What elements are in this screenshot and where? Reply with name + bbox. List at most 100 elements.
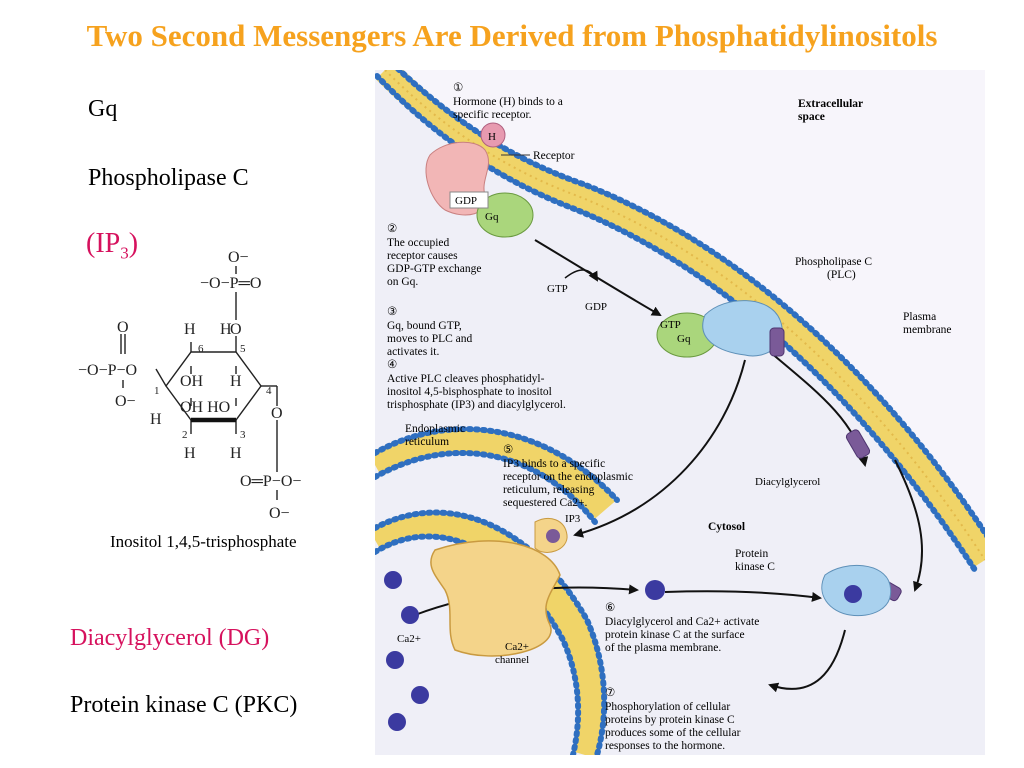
svg-text:(PLC): (PLC)	[827, 269, 856, 281]
h1: H	[150, 411, 162, 428]
svg-text:Phosphorylation of cellular: Phosphorylation of cellular	[605, 701, 730, 713]
ip3-label-subscript: 3	[120, 243, 129, 263]
gq-gdp-protein	[476, 192, 534, 238]
extracellular-label: Extracellular space	[798, 98, 863, 123]
pkc-bound-ca	[844, 585, 862, 603]
svg-text:GDP-GTP exchange: GDP-GTP exchange	[387, 263, 481, 275]
svg-text:receptor on the endoplasmic: receptor on the endoplasmic	[503, 471, 633, 483]
gq-gdp-gdp-label: GDP	[455, 195, 477, 207]
plc-label: Phospholipase C (PLC)	[795, 256, 872, 281]
step-2: ② The occupied receptor causes GDP-GTP e…	[387, 223, 481, 288]
top-linking-oxygen: O	[230, 321, 242, 338]
gq-activation-arrow	[534, 239, 662, 316]
n5: 5	[240, 343, 246, 355]
gtp-exchange-arrow	[564, 269, 599, 282]
h5-bottom: H	[230, 373, 242, 390]
ip3-arrow	[573, 359, 746, 538]
svg-text:Phospholipase C: Phospholipase C	[795, 256, 872, 268]
oh6: OH	[180, 373, 204, 390]
svg-text:proteins by protein kinase C: proteins by protein kinase C	[605, 714, 735, 726]
svg-text:space: space	[798, 111, 825, 123]
svg-text:protein kinase C at the surfac: protein kinase C at the surface	[605, 629, 745, 641]
n4: 4	[266, 385, 272, 397]
protein-kinase-c-label: Protein kinase C (PKC)	[70, 692, 298, 718]
svg-text:activates it.: activates it.	[387, 346, 439, 358]
step-5: ⑤ IP3 binds to a specific receptor on th…	[503, 444, 633, 509]
svg-text:sequestered Ca2+.: sequestered Ca2+.	[503, 497, 588, 509]
svg-text:inositol 4,5-bisphosphate to i: inositol 4,5-bisphosphate to inositol	[387, 386, 552, 398]
slide-title: Two Second Messengers Are Derived from P…	[86, 18, 938, 53]
svg-text:⑥: ⑥	[605, 602, 615, 614]
gdp-label: GDP	[585, 301, 607, 313]
ip3-label: (IP3)	[86, 228, 138, 264]
ca-ions	[384, 571, 665, 731]
er-membrane-upper	[375, 427, 615, 519]
n1: 1	[154, 385, 160, 397]
left-phosphate-row: −O−P−O	[78, 362, 137, 379]
step-4: ④ Active PLC cleaves phosphatidyl- inosi…	[387, 359, 566, 411]
svg-text:Protein: Protein	[735, 548, 768, 560]
bottom-o-minus: O−	[269, 505, 290, 522]
channel-label: Ca2+ channel	[495, 641, 529, 666]
ca-to-pkc-arrow	[664, 590, 822, 602]
extracellular-region	[403, 70, 985, 540]
h5-top: H	[220, 321, 232, 338]
left-o-bottom: O−	[115, 393, 136, 410]
ca-channel	[430, 540, 561, 657]
plasma-membrane-label: Plasma membrane	[903, 311, 952, 336]
svg-text:Plasma: Plasma	[903, 311, 936, 323]
svg-text:Endoplasmic: Endoplasmic	[405, 423, 465, 435]
ring-o4: O	[271, 405, 283, 422]
dag-arrow-2	[894, 459, 924, 592]
svg-text:specific receptor.: specific receptor.	[453, 109, 532, 121]
svg-text:receptor causes: receptor causes	[387, 250, 458, 262]
svg-text:Gq, bound GTP,: Gq, bound GTP,	[387, 320, 462, 332]
svg-text:moves to PLC and: moves to PLC and	[387, 333, 473, 345]
svg-text:⑤: ⑤	[503, 444, 513, 456]
svg-text:of the plasma membrane.: of the plasma membrane.	[605, 642, 721, 654]
gtp-label: GTP	[547, 283, 568, 295]
svg-text:③: ③	[387, 306, 397, 318]
svg-text:Hormone (H) binds to a: Hormone (H) binds to a	[453, 96, 563, 108]
ip3-label-close: )	[128, 228, 139, 259]
svg-text:reticulum: reticulum	[405, 436, 449, 448]
gq-gtp-g-label: Gq	[677, 333, 691, 345]
svg-text:④: ④	[387, 359, 397, 371]
ip3-molecule	[546, 529, 560, 543]
svg-text:⑦: ⑦	[605, 687, 615, 699]
phospholipase-c-label: Phospholipase C	[88, 165, 249, 191]
svg-text:produces some of the cellular: produces some of the cellular	[605, 727, 741, 739]
svg-text:Active PLC cleaves phosphatidy: Active PLC cleaves phosphatidyl-	[387, 373, 545, 385]
h6: H	[184, 321, 196, 338]
h2: H	[184, 445, 196, 462]
svg-text:trisphosphate (IP3) and diacyl: trisphosphate (IP3) and diacylglycerol.	[387, 399, 566, 411]
pkc-diagram-label: Protein kinase C	[735, 548, 775, 573]
ip3-label-open: (IP	[86, 228, 121, 259]
top-phosphate-row: −O−P═O	[200, 275, 261, 292]
svg-text:②: ②	[387, 223, 397, 235]
step-1: ① Hormone (H) binds to a specific recept…	[453, 82, 563, 121]
svg-text:reticulum, releasing: reticulum, releasing	[503, 484, 595, 496]
gq-label: Gq	[88, 96, 118, 122]
ip3-diagram-label: IP3	[565, 513, 581, 525]
receptor-label: Receptor	[533, 150, 575, 162]
svg-text:on Gq.: on Gq.	[387, 276, 418, 288]
top-o-minus: O−	[228, 249, 249, 266]
er-membrane-lower	[375, 511, 605, 755]
n2: 2	[182, 429, 188, 441]
structure-caption: Inositol 1,4,5-trisphosphate	[110, 532, 297, 551]
n6: 6	[198, 343, 204, 355]
diacylglycerol-diagram-label: Diacylglycerol	[755, 476, 820, 488]
svg-text:channel: channel	[495, 654, 529, 666]
cytosol-label: Cytosol	[708, 521, 745, 533]
svg-text:The occupied: The occupied	[387, 237, 450, 249]
svg-text:Ca2+: Ca2+	[505, 641, 529, 653]
gq-gdp-g-label: Gq	[485, 211, 499, 223]
svg-text:kinase C: kinase C	[735, 561, 775, 573]
ca-label: Ca2+	[397, 633, 421, 645]
svg-text:Diacylglycerol and Ca2+ activa: Diacylglycerol and Ca2+ activate	[605, 616, 759, 628]
svg-text:①: ①	[453, 82, 463, 94]
inositol-trisphosphate-structure: O− −O−P═O O O −O−P−O O− H 6 H 5 OH H 1 4…	[78, 249, 301, 522]
svg-text:IP3 binds to a specific: IP3 binds to a specific	[503, 458, 605, 470]
hormone-label: H	[488, 131, 496, 143]
